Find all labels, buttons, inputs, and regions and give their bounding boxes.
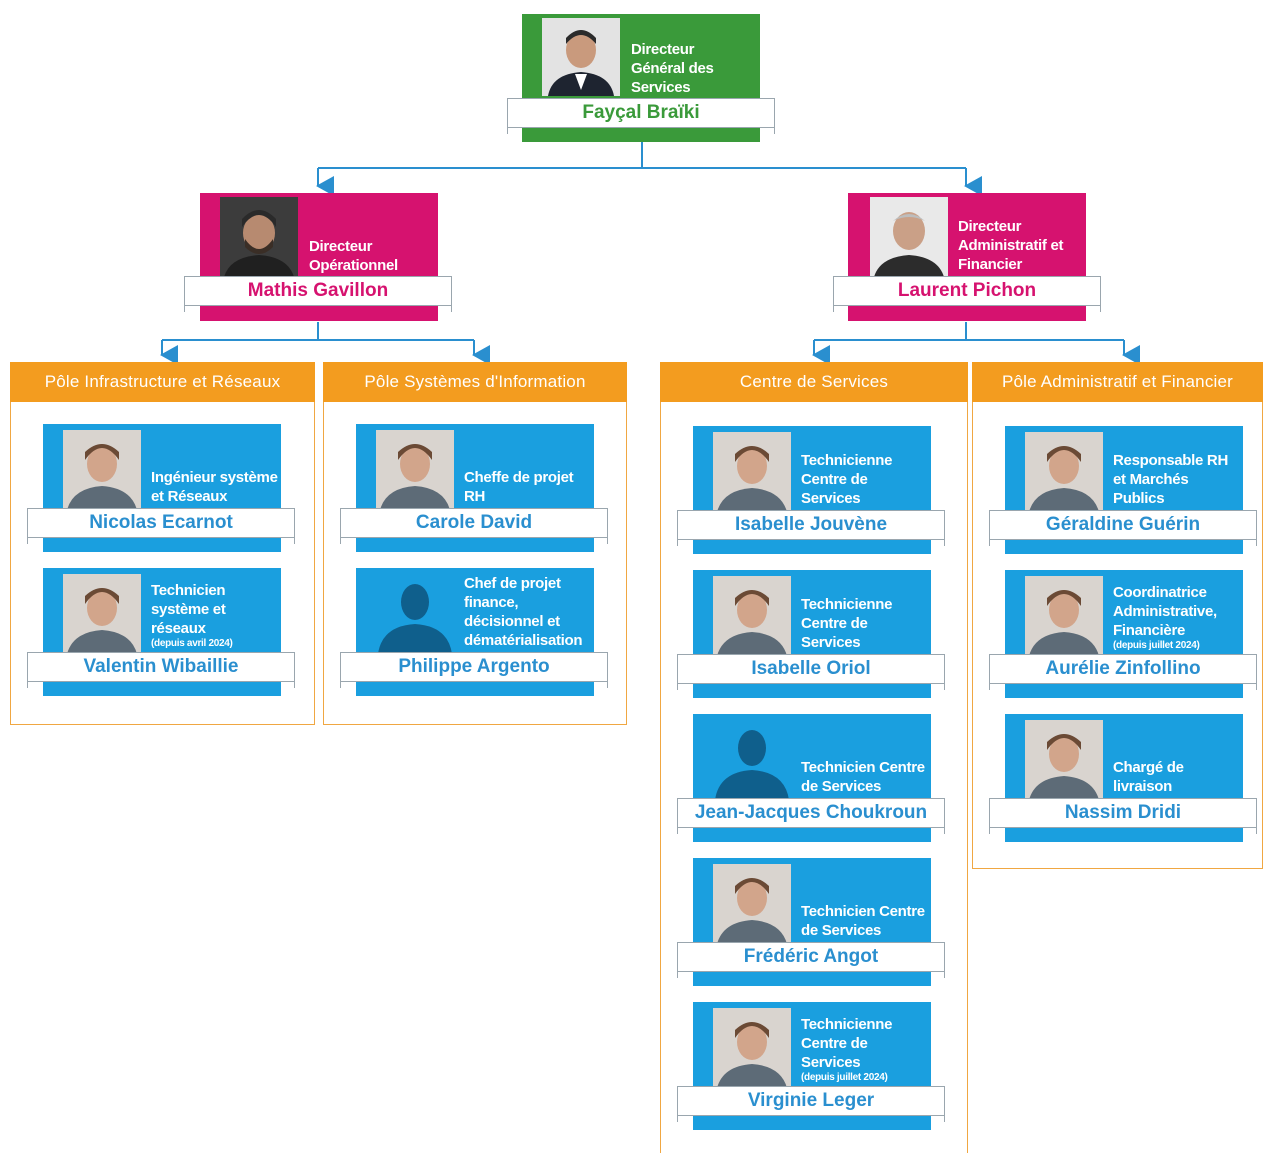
dir-op-role: Directeur Opérationnel [309, 238, 398, 274]
staff-role: Technicienne Centre de Services [801, 452, 893, 507]
staff-name: Valentin Wibaillie [27, 652, 295, 688]
staff-role: Responsable RH et Marchés Publics [1113, 452, 1228, 507]
portrait-photo [220, 197, 298, 277]
portrait-photo [1025, 432, 1103, 512]
staff-name: Aurélie Zinfollino [989, 654, 1257, 690]
placeholder-silhouette-icon [376, 574, 454, 654]
staff-name: Isabelle Oriol [677, 654, 945, 690]
portrait-photo [870, 197, 948, 277]
staff-name: Jean-Jacques Choukroun [677, 798, 945, 834]
pole-centre-de-services: Centre de Services [660, 362, 968, 1153]
staff-note: (depuis juillet 2024) [801, 1072, 888, 1083]
staff-card: Technicienne Centre de Services [693, 570, 931, 698]
staff-card: Ingénieur système et Réseaux [43, 424, 281, 552]
staff-name: Isabelle Jouvène [677, 510, 945, 546]
portrait-photo [713, 1008, 791, 1088]
daf-role: Directeur Administratif et Financier [958, 218, 1064, 273]
staff-role: Technicienne Centre de Services [801, 596, 893, 651]
staff-role: Ingénieur système et Réseaux [151, 469, 278, 505]
staff-name: Virginie Leger [677, 1086, 945, 1122]
staff-name: Philippe Argento [340, 652, 608, 688]
pole-title: Pôle Systèmes d'Information [323, 362, 627, 402]
pole-title: Pôle Administratif et Financier [972, 362, 1263, 402]
portrait-photo [376, 430, 454, 510]
dir-op-name: Mathis Gavillon [184, 276, 452, 312]
staff-role: Chef de projet finance, décisionnel et d… [464, 575, 583, 649]
pole-infrastructure-reseaux: Pôle Infrastructure et Réseaux [10, 362, 315, 725]
staff-role: Cheffe de projet RH [464, 469, 574, 505]
portrait-photo [713, 576, 791, 656]
placeholder-silhouette-icon [713, 720, 791, 800]
portrait-photo [1025, 720, 1103, 800]
staff-role: Coordinatrice Administrative, Financière… [1113, 583, 1241, 652]
dg-role: Directeur Général des Services [631, 41, 714, 96]
staff-note: (depuis juillet 2024) [1113, 640, 1200, 651]
portrait-photo [63, 574, 141, 654]
portrait-photo [63, 430, 141, 510]
staff-name: Géraldine Guérin [989, 510, 1257, 546]
dg-name: Fayçal Braïki [507, 98, 775, 134]
portrait-photo [1025, 576, 1103, 656]
portrait-photo [542, 18, 620, 96]
staff-name: Nicolas Ecarnot [27, 508, 295, 544]
portrait-photo [713, 864, 791, 944]
staff-note: (depuis avril 2024) [151, 638, 233, 649]
staff-name: Carole David [340, 508, 608, 544]
staff-role: Technicien Centre de Services [801, 759, 925, 795]
staff-role: Technicienne Centre de Services(depuis j… [801, 1015, 929, 1084]
staff-role: Chargé de livraison [1113, 759, 1184, 795]
staff-name: Nassim Dridi [989, 798, 1257, 834]
pole-title: Centre de Services [660, 362, 968, 402]
staff-role: Technicien système et réseaux(depuis avr… [151, 581, 279, 650]
portrait-photo [713, 432, 791, 512]
daf-name: Laurent Pichon [833, 276, 1101, 312]
pole-systemes-information: Pôle Systèmes d'Information [323, 362, 627, 725]
staff-role: Technicien Centre de Services [801, 903, 925, 939]
staff-name: Frédéric Angot [677, 942, 945, 978]
pole-title: Pôle Infrastructure et Réseaux [10, 362, 315, 402]
